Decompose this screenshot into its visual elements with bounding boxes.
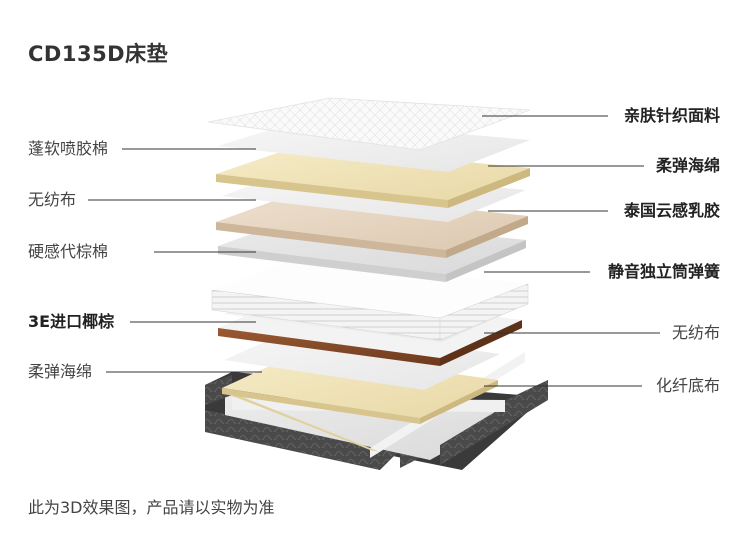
page-title: CD135D床垫 [28, 42, 169, 66]
label-nonwoven-2: 无纺布 [671, 323, 720, 342]
label-coconut-coir: 3E进口椰棕 [28, 312, 115, 331]
label-latex: 泰国云感乳胶 [623, 201, 720, 220]
label-soft-foam: 柔弹海绵 [655, 156, 720, 175]
layer-knit-fabric [207, 97, 531, 151]
disclaimer-text: 此为3D效果图，产品请以实物为准 [28, 498, 275, 517]
label-pocket-springs: 静音独立筒弹簧 [607, 262, 720, 281]
left-leader-lines [88, 148, 262, 373]
label-nonwoven: 无纺布 [28, 190, 77, 209]
layer-latex [216, 192, 528, 258]
label-bottom-foam: 柔弹海绵 [28, 362, 93, 381]
layer-pocket-springs [211, 258, 529, 341]
label-palm-substitute: 硬感代棕棉 [28, 242, 109, 261]
right-leader-lines [482, 115, 660, 387]
label-knit-fabric: 亲肤针织面料 [623, 106, 720, 125]
label-fiber-cloth: 化纤底布 [655, 376, 720, 395]
layer-soft-foam [216, 146, 530, 208]
label-batting: 蓬软喷胶棉 [28, 139, 109, 158]
